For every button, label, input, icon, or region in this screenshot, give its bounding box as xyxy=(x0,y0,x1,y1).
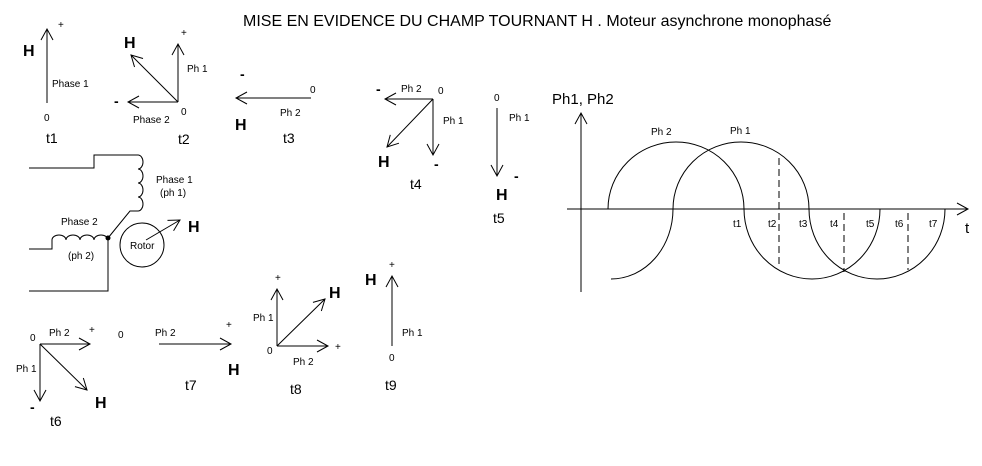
zero-label: 0 xyxy=(310,85,316,96)
time-label: t5 xyxy=(493,210,505,226)
ph2-label: Ph 2 xyxy=(49,328,70,339)
time-label: t9 xyxy=(385,377,397,393)
h-label: H xyxy=(188,219,200,236)
phase2-label: Phase 2 xyxy=(61,217,98,228)
h-label: H xyxy=(365,272,377,289)
ph2-label: Ph 2 xyxy=(401,84,422,95)
h-arrow xyxy=(130,54,179,103)
tick-label: t3 xyxy=(799,219,808,230)
phase1-coil xyxy=(137,154,144,212)
plus-sign: + xyxy=(389,260,395,271)
ph2-curve-label: Ph 2 xyxy=(651,127,672,138)
zero-label: 0 xyxy=(267,346,273,357)
plus-sign: + xyxy=(181,28,187,39)
ph2-curve xyxy=(607,141,881,280)
minus-sign: - xyxy=(30,399,35,415)
ph1-label: Ph 1 xyxy=(187,64,208,75)
h-label: H xyxy=(329,285,341,302)
ph1-curve xyxy=(610,141,946,280)
h-label: H xyxy=(23,43,35,60)
zero-label: 0 xyxy=(30,333,36,344)
x-axis-label: t xyxy=(965,220,970,237)
vector-t7: Ph 2 + H t7 xyxy=(155,320,240,393)
rotor-circle xyxy=(119,222,165,268)
ph2-label: Ph 2 xyxy=(155,328,176,339)
tick-label: t1 xyxy=(733,219,742,230)
ph1-curve-label: Ph 1 xyxy=(730,126,751,137)
zero-label: 0 xyxy=(181,107,187,118)
vector-t1: + H Phase 1 0 t1 xyxy=(23,20,89,146)
zero-label: 0 xyxy=(44,113,50,124)
ph2-label: Ph 2 xyxy=(293,357,314,368)
supply-wire-top xyxy=(29,154,138,169)
phase2-label: Phase 2 xyxy=(133,115,170,126)
vector-t5: 0 Ph 1 - H t5 xyxy=(490,93,530,226)
y-axis-label: Ph1, Ph2 xyxy=(552,91,614,108)
vector-t4: - Ph 2 0 Ph 1 H - t4 xyxy=(376,81,464,192)
h-arrow xyxy=(386,98,434,148)
minus-sign: - xyxy=(514,168,519,184)
wire xyxy=(107,210,138,239)
ph1-label: Ph 1 xyxy=(402,328,423,339)
supply-wire-mid xyxy=(29,240,53,250)
ph2-label: Ph 2 xyxy=(280,108,301,119)
h-label: H xyxy=(95,395,107,412)
zero-label: 0 xyxy=(494,93,500,104)
time-label: t8 xyxy=(290,381,302,397)
time-label: t6 xyxy=(50,413,62,429)
plus-sign: + xyxy=(226,320,232,331)
tick-label: t4 xyxy=(830,219,839,230)
zero-label: 0 xyxy=(438,86,444,97)
phase2-coil xyxy=(51,234,109,241)
h-label: H xyxy=(235,117,247,134)
ph1-label: (ph 1) xyxy=(160,188,186,199)
ph1-label: Ph 1 xyxy=(253,313,274,324)
h-label: H xyxy=(228,362,240,379)
h-label: H xyxy=(124,35,136,52)
motor-circuit: Phase 1 (ph 1) Phase 2 (ph 2) Rotor H xyxy=(29,154,200,292)
vector-t9: + H Ph 1 0 t9 xyxy=(365,260,423,393)
h-arrow xyxy=(39,343,88,391)
ph1-label: Ph 1 xyxy=(16,364,37,375)
phase1-label: Phase 1 xyxy=(156,175,193,186)
time-label: t1 xyxy=(46,130,58,146)
h-arrow xyxy=(145,219,181,241)
h-arrow xyxy=(276,298,326,347)
h-label: H xyxy=(496,187,508,204)
vector-t3: - 0 Ph 2 H t3 xyxy=(234,66,316,146)
page-title: MISE EN EVIDENCE DU CHAMP TOURNANT H . M… xyxy=(243,13,831,30)
rotor-label: Rotor xyxy=(130,241,155,252)
plus-sign: + xyxy=(58,20,64,31)
minus-sign: - xyxy=(434,156,439,172)
ph2-label: (ph 2) xyxy=(68,251,94,262)
plus-sign: + xyxy=(89,325,95,336)
vector-t6: 0 Ph 2 + 0 Ph 1 - H t6 xyxy=(16,325,124,429)
zero-label: 0 xyxy=(118,330,124,341)
plus-sign: + xyxy=(335,342,341,353)
zero-label: 0 xyxy=(389,353,395,364)
minus-sign: - xyxy=(240,66,245,82)
phase-label: Phase 1 xyxy=(52,79,89,90)
h-label: H xyxy=(378,154,390,171)
tick-label: t2 xyxy=(768,219,777,230)
time-label: t2 xyxy=(178,131,190,147)
time-label: t3 xyxy=(283,130,295,146)
tick-label: t7 xyxy=(929,219,938,230)
minus-sign: - xyxy=(376,81,381,97)
plus-sign: + xyxy=(275,273,281,284)
tick-label: t6 xyxy=(895,219,904,230)
vector-t8: + H Ph 1 0 Ph 2 + t8 xyxy=(253,273,341,397)
vector-t2: + H Ph 1 - 0 Phase 2 t2 xyxy=(114,28,208,147)
time-label: t4 xyxy=(410,176,422,192)
ph1-label: Ph 1 xyxy=(509,113,530,124)
ph1-label: Ph 1 xyxy=(443,116,464,127)
time-label: t7 xyxy=(185,377,197,393)
minus-sign: - xyxy=(114,93,119,109)
phase-graph: Ph1, Ph2 t Ph 2 Ph 1 t1 t2 t3 t4 t5 t6 t… xyxy=(552,91,970,292)
tick-label: t5 xyxy=(866,219,875,230)
supply-wire-bottom xyxy=(29,238,109,292)
